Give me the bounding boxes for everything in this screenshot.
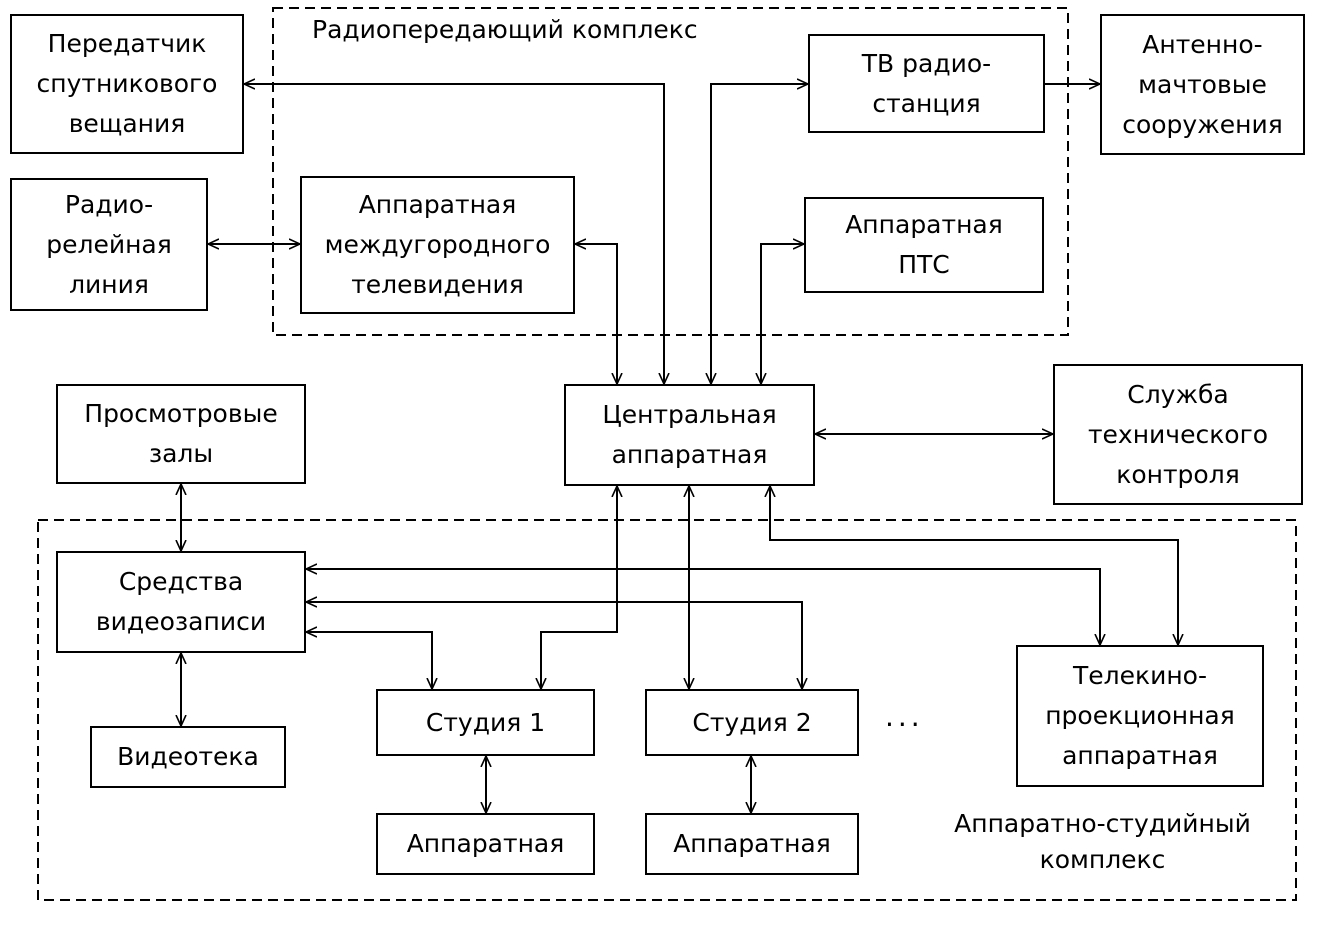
link-recording-studio2 bbox=[306, 602, 802, 689]
tv-station-block: ТВ радио- станция bbox=[808, 34, 1045, 133]
tv-station-label: ТВ радио- станция bbox=[861, 48, 992, 118]
intercity-tv-block: Аппаратная междугородного телевидения bbox=[300, 176, 575, 314]
link-central-studio1 bbox=[541, 486, 617, 689]
satellite-transmitter-block: Передатчик спутникового вещания bbox=[10, 14, 244, 154]
video-recording-label: Средства видеозаписи bbox=[95, 567, 267, 636]
control-room2-block: Аппаратная bbox=[645, 813, 859, 875]
radio-relay-label: Радио- релейная линия bbox=[46, 189, 172, 299]
video-library-block: Видеотека bbox=[90, 726, 286, 788]
tech-control-block: Служба технического контроля bbox=[1053, 364, 1303, 505]
radio-relay-block: Радио- релейная линия bbox=[10, 178, 208, 311]
link-pts-central bbox=[761, 244, 804, 384]
antenna-block: Антенно- мачтовые сооружения bbox=[1100, 14, 1305, 155]
studio1-block: Студия 1 bbox=[376, 689, 595, 756]
pts-block: Аппаратная ПТС bbox=[804, 197, 1044, 293]
control-room1-block: Аппаратная bbox=[376, 813, 595, 875]
viewing-halls-label: Просмотровые залы bbox=[84, 399, 278, 468]
telecine-block: Телекино- проекционная аппаратная bbox=[1016, 645, 1264, 787]
link-recording-studio1 bbox=[306, 632, 432, 689]
link-recording-telecine bbox=[306, 569, 1100, 645]
pts-label: Аппаратная ПТС bbox=[845, 210, 1003, 279]
studio-complex-label: Аппаратно-студийный комплекс bbox=[954, 809, 1251, 874]
link-central-tvstation bbox=[711, 84, 808, 384]
central-label: Центральная аппаратная bbox=[602, 400, 777, 469]
radio-complex-label: Радиопередающий комплекс bbox=[312, 15, 698, 44]
central-block: Центральная аппаратная bbox=[564, 384, 815, 486]
control-room1-label: Аппаратная bbox=[406, 829, 565, 858]
link-central-telecine bbox=[770, 486, 1178, 645]
viewing-halls-block: Просмотровые залы bbox=[56, 384, 306, 484]
studio1-label: Студия 1 bbox=[425, 707, 546, 737]
telecine-label: Телекино- проекционная аппаратная bbox=[1045, 661, 1235, 770]
more-studios-ellipsis: ... bbox=[885, 700, 924, 733]
studio-complex-region bbox=[37, 519, 1297, 901]
video-recording-block: Средства видеозаписи bbox=[56, 551, 306, 653]
intercity-tv-label: Аппаратная междугородного телевидения bbox=[324, 190, 551, 299]
satellite-transmitter-label: Передатчик спутникового вещания bbox=[36, 29, 218, 138]
antenna-label: Антенно- мачтовые сооружения bbox=[1122, 29, 1283, 139]
control-room2-label: Аппаратная bbox=[673, 829, 831, 858]
link-satellite-central bbox=[244, 84, 664, 384]
video-library-label: Видеотека bbox=[117, 742, 259, 771]
studio2-block: Студия 2 bbox=[645, 689, 859, 756]
tech-control-label: Служба технического контроля bbox=[1087, 379, 1269, 489]
studio2-label: Студия 2 bbox=[692, 707, 812, 737]
link-intercity-central bbox=[575, 244, 617, 384]
